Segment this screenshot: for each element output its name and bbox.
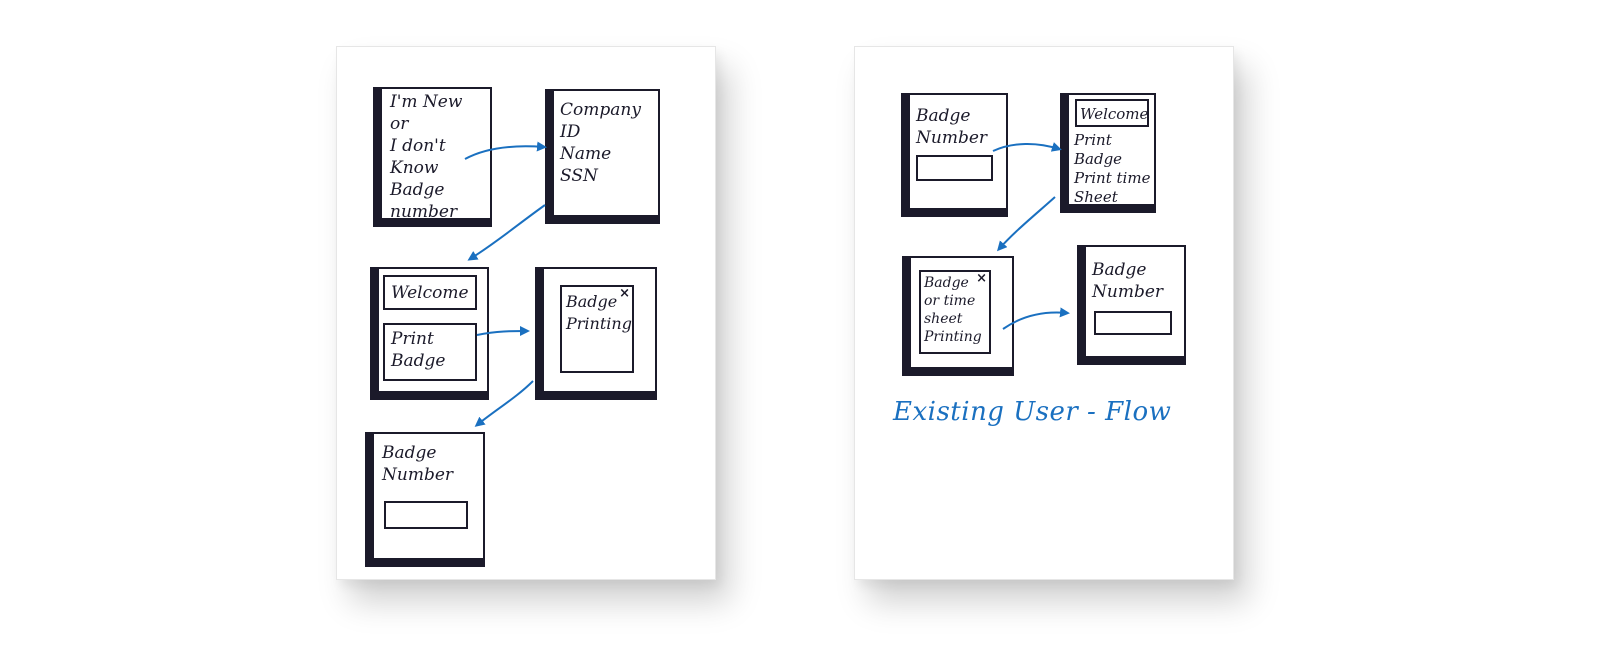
left-flow-arrows bbox=[464, 141, 547, 427]
badge-printing-dialog: Badge Printing × bbox=[560, 285, 634, 373]
welcome-banner: Welcome bbox=[383, 275, 477, 310]
right-sketch-sheet: Badge Number Welcome Print Badge Print t… bbox=[854, 46, 1234, 580]
close-icon: × bbox=[976, 271, 987, 286]
screen-badge-number: Badge Number bbox=[365, 432, 485, 567]
screen-new-user: I'm New or I don't Know Badge number bbox=[373, 87, 492, 227]
welcome-banner-right: Welcome bbox=[1075, 99, 1149, 127]
screen-welcome-options: Welcome Print Badge Print time Sheet bbox=[1060, 93, 1156, 213]
arrow-printing-to-badge-number bbox=[474, 380, 534, 427]
screen-badge-or-timesheet-printing: Badge or time sheet Printing × bbox=[902, 256, 1014, 376]
arrow-company-to-welcome bbox=[467, 204, 546, 261]
screen-badge-printing: Badge Printing × bbox=[535, 267, 657, 400]
screen-company-info: Company ID Name SSN bbox=[545, 89, 660, 224]
arrow-badge-to-welcome bbox=[992, 142, 1062, 152]
welcome-label-right: Welcome bbox=[1080, 105, 1149, 123]
screen-badge-number-return: Badge Number bbox=[1077, 245, 1186, 365]
badge-number-text: Badge Number bbox=[382, 443, 454, 485]
welcome-label: Welcome bbox=[391, 283, 469, 303]
print-badge-option: Print Badge bbox=[383, 323, 477, 381]
left-sketch-sheet: I'm New or I don't Know Badge number Com… bbox=[336, 46, 716, 580]
close-icon: × bbox=[619, 286, 630, 301]
badge-printing-text: Badge Printing bbox=[566, 292, 632, 333]
badge-number-entry-text: Badge Number bbox=[916, 106, 988, 148]
badge-number-return-input bbox=[1094, 311, 1172, 335]
badge-number-return-text: Badge Number bbox=[1092, 260, 1164, 302]
screen-company-text: Company ID Name SSN bbox=[560, 100, 641, 186]
screen-new-user-text: I'm New or I don't Know Badge number bbox=[390, 92, 463, 222]
arrow-new-to-company bbox=[464, 141, 547, 160]
print-badge-label: Print Badge bbox=[391, 329, 446, 371]
arrow-welcome-to-printing bbox=[476, 326, 530, 337]
right-flow-arrows bbox=[992, 142, 1070, 330]
arrow-welcome-to-printing bbox=[997, 196, 1056, 252]
screen-badge-number-entry: Badge Number bbox=[901, 93, 1008, 217]
screen-welcome-print: Welcome Print Badge bbox=[370, 267, 489, 400]
printing-dialog: Badge or time sheet Printing × bbox=[919, 270, 991, 354]
printing-dialog-text: Badge or time sheet Printing bbox=[924, 275, 982, 345]
flow-caption: Existing User - Flow bbox=[893, 397, 1172, 427]
badge-number-entry-input bbox=[916, 155, 993, 181]
badge-number-input bbox=[384, 501, 468, 529]
arrow-printing-to-badge-number bbox=[1002, 307, 1070, 330]
welcome-options-text: Print Badge Print time Sheet bbox=[1074, 131, 1151, 206]
